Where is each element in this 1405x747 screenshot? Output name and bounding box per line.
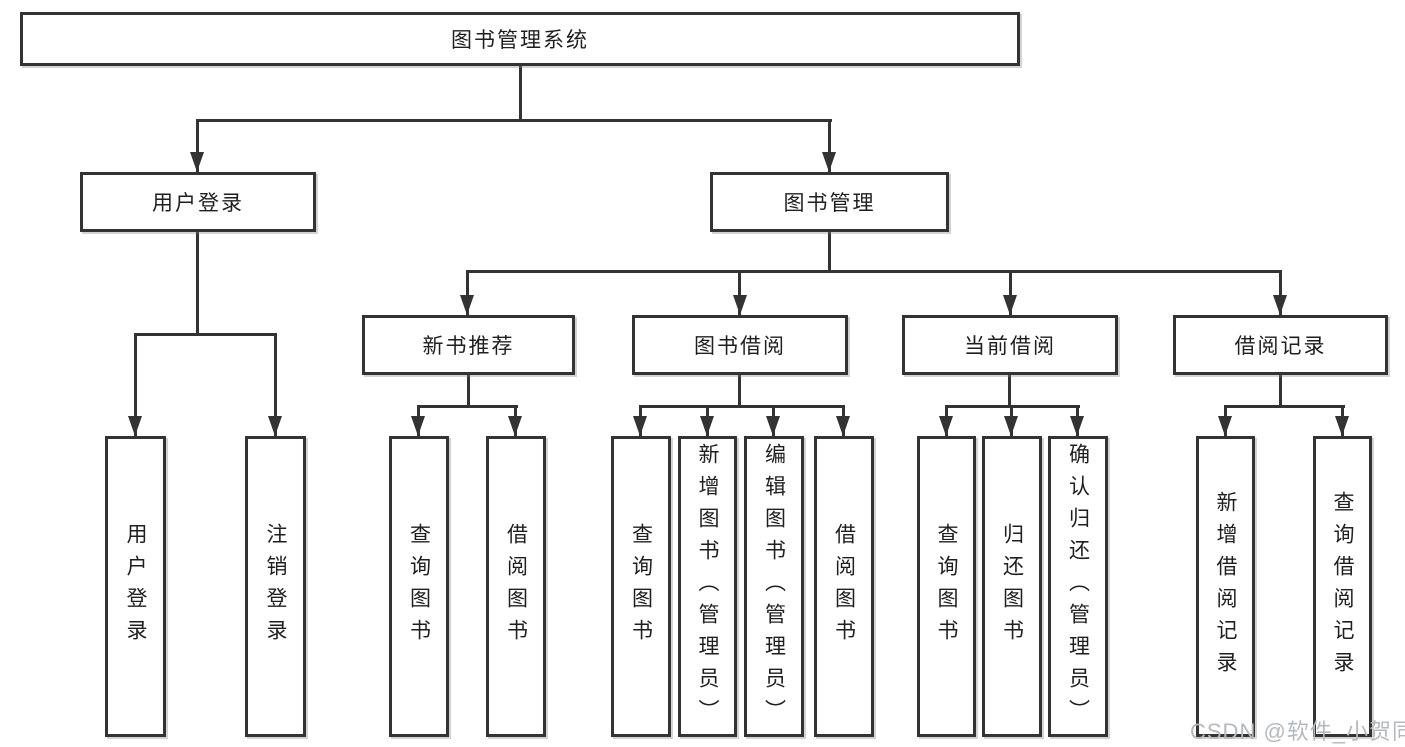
node-label: 图书管理 — [783, 192, 876, 215]
connector-arrow-down — [700, 416, 714, 436]
node-label: 编辑图书（管理员） — [762, 442, 786, 731]
leaf-user-login: 用户登录 — [105, 436, 166, 737]
node-label: 查询图书 — [407, 522, 431, 651]
node-label: 借阅图书 — [504, 522, 528, 651]
connector-arrow-down — [268, 416, 282, 436]
connector-arrow-down — [1003, 295, 1017, 315]
node-label: 用户登录 — [124, 522, 147, 651]
connector-line — [417, 405, 518, 408]
leaf-logout: 注销登录 — [245, 436, 306, 737]
leaf-edit-books-admin: 编辑图书（管理员） — [744, 436, 804, 737]
connector-arrow-down — [411, 416, 425, 436]
leaf-borrow-books-1: 借阅图书 — [486, 436, 546, 737]
connector-line — [466, 270, 1281, 273]
node-label: 借阅图书 — [832, 522, 856, 651]
node-label: 查询图书 — [935, 522, 958, 651]
connector-line — [1224, 405, 1345, 408]
leaf-return-books: 归还图书 — [982, 436, 1042, 737]
connector-line — [196, 119, 832, 122]
connector-arrow-down — [508, 416, 522, 436]
connector-line — [134, 333, 277, 336]
node-label: 查询借阅记录 — [1331, 490, 1354, 683]
node-borrow-records: 借阅记录 — [1173, 315, 1388, 375]
connector-line — [1279, 270, 1282, 315]
connector-line — [466, 270, 469, 315]
connector-arrow-down — [1273, 295, 1287, 315]
node-current-borrow: 当前借阅 — [902, 315, 1118, 375]
connector-line — [1009, 270, 1012, 315]
node-label: 图书管理系统 — [451, 29, 589, 52]
leaf-borrow-books-2: 借阅图书 — [814, 436, 874, 737]
connector-arrow-down — [633, 416, 647, 436]
node-label: 用户登录 — [152, 192, 244, 215]
connector-arrow-down — [733, 295, 747, 315]
connector-arrow-down — [939, 416, 953, 436]
node-label: 确认归还（管理员） — [1066, 442, 1090, 731]
connector-arrow-down — [1218, 416, 1232, 436]
node-root-system: 图书管理系统 — [20, 12, 1020, 66]
connector-line — [639, 405, 845, 408]
node-label: 归还图书 — [1000, 522, 1024, 651]
node-label: 图书借阅 — [694, 335, 786, 358]
node-user-login: 用户登录 — [80, 172, 316, 232]
connector-line — [467, 375, 470, 408]
connector-arrow-down — [190, 152, 204, 172]
node-new-book-recommend: 新书推荐 — [362, 315, 575, 375]
node-book-borrow: 图书借阅 — [632, 315, 848, 375]
connector-line — [274, 333, 277, 436]
leaf-add-borrow-record: 新增借阅记录 — [1196, 436, 1255, 737]
node-label: 当前借阅 — [964, 335, 1056, 358]
node-label: 注销登录 — [264, 522, 287, 651]
node-label: 查询图书 — [629, 522, 653, 651]
connector-line — [828, 232, 831, 273]
connector-line — [1008, 375, 1011, 408]
connector-line — [196, 232, 199, 336]
csdn-watermark: CSDN @软件_小贺同学 — [1190, 719, 1405, 744]
connector-line — [519, 66, 522, 121]
connector-arrow-down — [128, 416, 142, 436]
leaf-add-books-admin: 新增图书（管理员） — [678, 436, 737, 737]
connector-line — [196, 119, 199, 172]
connector-arrow-down — [766, 416, 780, 436]
connector-arrow-down — [822, 152, 836, 172]
connector-line — [738, 270, 741, 315]
node-label: 新书推荐 — [422, 335, 515, 358]
connector-arrow-down — [1070, 416, 1084, 436]
leaf-confirm-return-admin: 确认归还（管理员） — [1048, 436, 1108, 737]
connector-arrow-down — [836, 416, 850, 436]
connector-line — [738, 375, 741, 408]
connector-arrow-down — [1004, 416, 1018, 436]
leaf-query-borrow-record: 查询借阅记录 — [1313, 436, 1372, 737]
node-label: 新增图书（管理员） — [696, 442, 719, 731]
connector-line — [134, 333, 137, 436]
connector-line — [828, 119, 831, 172]
leaf-query-books-3: 查询图书 — [917, 436, 976, 737]
node-label: 借阅记录 — [1234, 335, 1327, 358]
connector-arrow-down — [1335, 416, 1349, 436]
connector-arrow-down — [460, 295, 474, 315]
leaf-query-books-2: 查询图书 — [611, 436, 671, 737]
node-book-management: 图书管理 — [710, 172, 949, 232]
node-label: 新增借阅记录 — [1214, 490, 1237, 683]
connector-line — [1279, 375, 1282, 408]
leaf-query-books-1: 查询图书 — [389, 436, 449, 737]
